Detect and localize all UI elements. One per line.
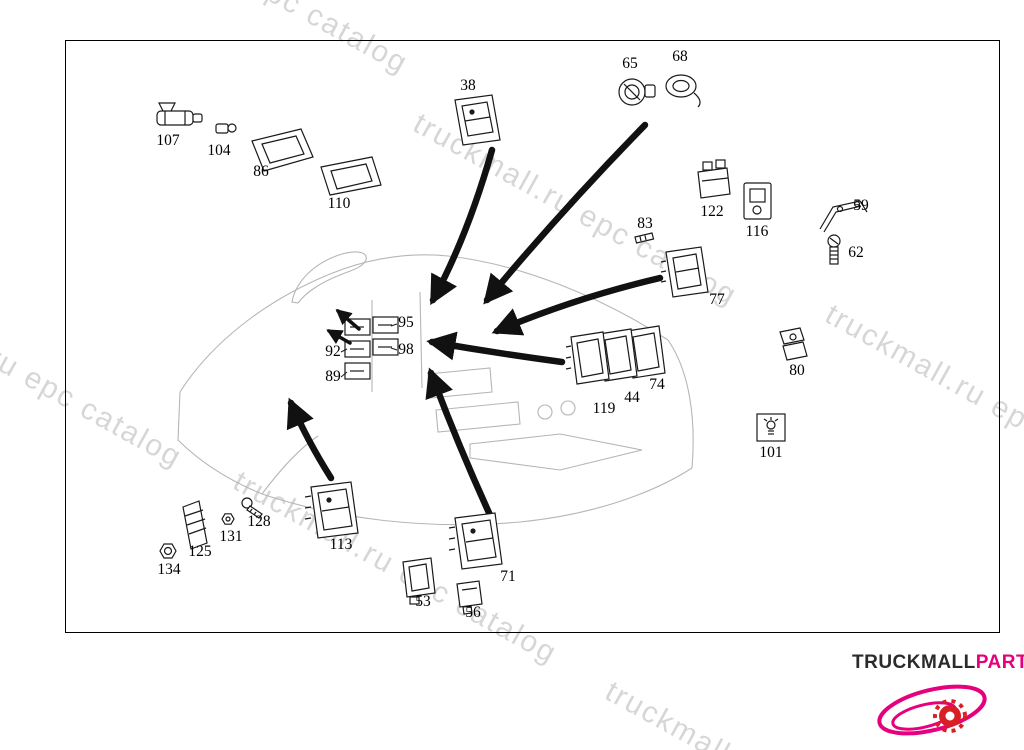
brand-logo-text: TRUCKMALLPARTS (852, 652, 1024, 674)
part-number-92: 92 (325, 343, 341, 360)
part-number-101: 101 (759, 444, 783, 461)
brand-name-accent: PARTS (975, 652, 1024, 673)
part-number-71: 71 (500, 568, 516, 585)
part-number-59: 59 (853, 197, 869, 214)
part-number-113: 113 (329, 536, 353, 553)
part-number-53: 53 (415, 593, 431, 610)
part-number-56: 56 (465, 604, 481, 621)
brand-logo: TRUCKMALLPARTS (852, 652, 1024, 750)
part-number-98: 98 (398, 341, 414, 358)
part-number-38: 38 (460, 77, 476, 94)
part-number-95: 95 (398, 314, 414, 331)
part-number-74: 74 (649, 376, 665, 393)
part-number-77: 77 (709, 291, 725, 308)
part-number-125: 125 (188, 543, 212, 560)
part-number-116: 116 (745, 223, 769, 240)
diagram-frame (65, 40, 1000, 633)
part-number-107: 107 (156, 132, 180, 149)
gear-teeth (933, 699, 967, 733)
part-number-122: 122 (700, 203, 724, 220)
part-number-80: 80 (789, 362, 805, 379)
brand-name-black: TRUCKMALL (852, 652, 976, 673)
part-number-68: 68 (672, 48, 688, 65)
part-number-83: 83 (637, 215, 653, 232)
part-number-119: 119 (592, 400, 616, 417)
part-number-128: 128 (247, 513, 271, 530)
part-number-110: 110 (327, 195, 351, 212)
part-number-62: 62 (848, 244, 864, 261)
part-number-131: 131 (219, 528, 243, 545)
part-number-86: 86 (253, 163, 269, 180)
part-number-44: 44 (624, 389, 640, 406)
swirl-outer-ellipse (877, 684, 987, 736)
part-number-65: 65 (622, 55, 638, 72)
gear-hole (945, 711, 955, 721)
part-number-134: 134 (157, 561, 181, 578)
part-number-104: 104 (207, 142, 231, 159)
part-number-89: 89 (325, 368, 341, 385)
brand-logo-swirl (877, 684, 987, 736)
